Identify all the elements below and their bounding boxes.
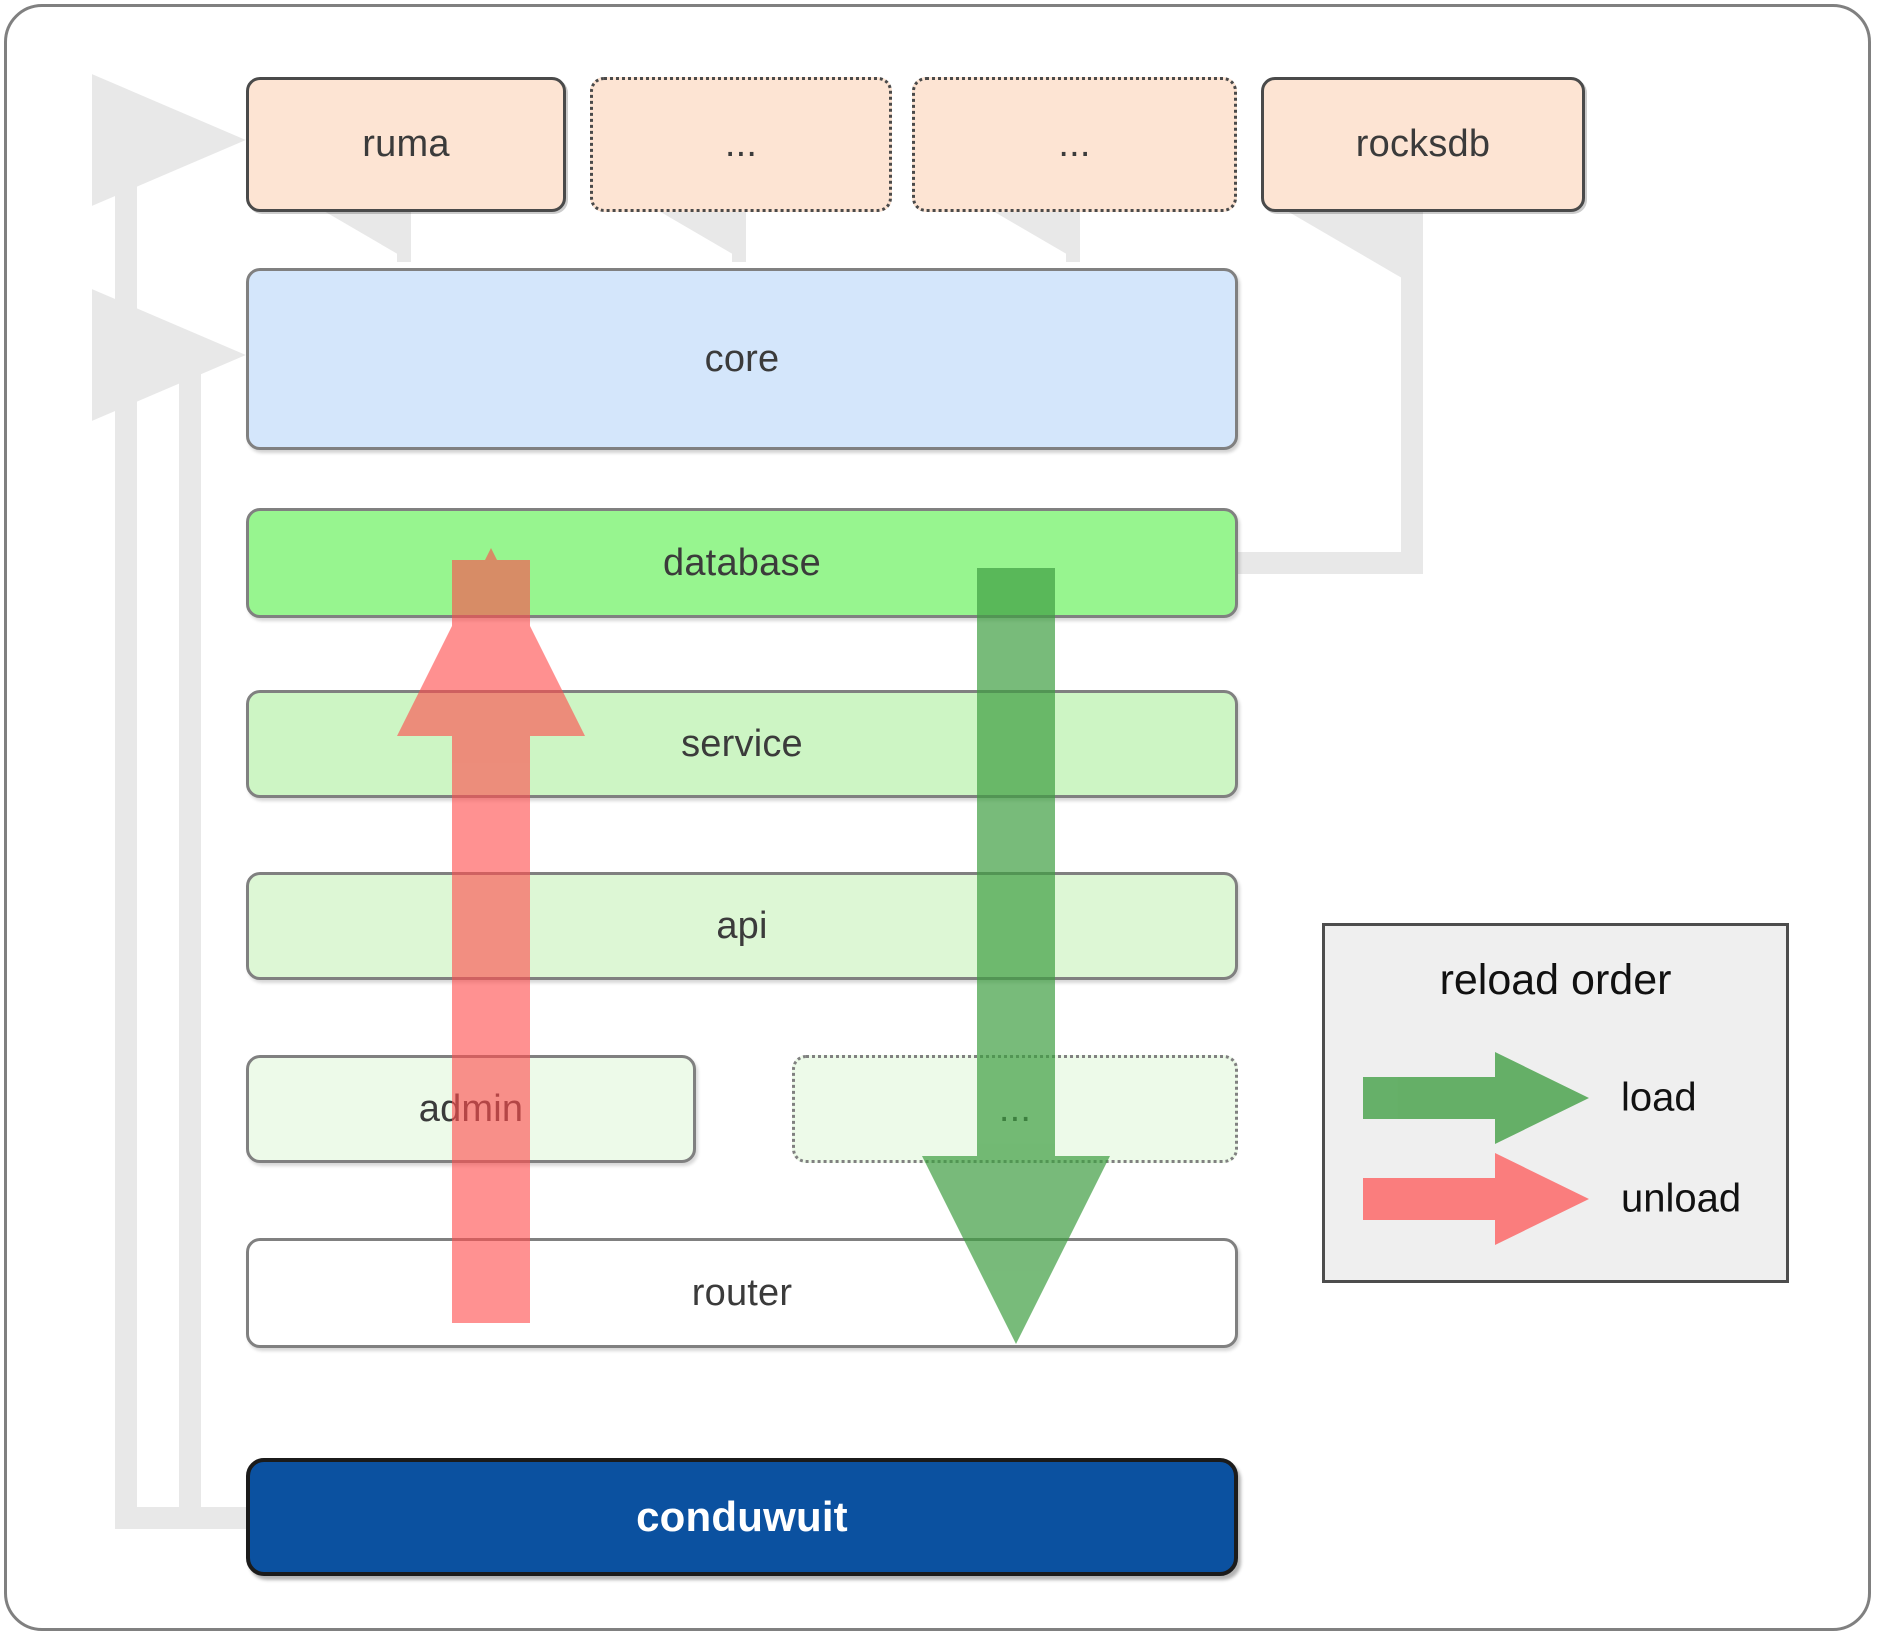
node-layer-placeholder[interactable]: ... (792, 1055, 1238, 1163)
node-ruma-label: ruma (362, 123, 450, 165)
node-conduwuit[interactable]: conduwuit (246, 1458, 1238, 1576)
legend-panel: reload order load unload (1322, 923, 1789, 1283)
node-rocksdb-label: rocksdb (1355, 123, 1491, 165)
legend-title: reload order (1439, 956, 1672, 1004)
node-router-label: router (691, 1271, 793, 1314)
node-admin-label: admin (418, 1087, 524, 1130)
diagram-frame (4, 4, 1871, 1631)
node-conduwuit-label: conduwuit (636, 1493, 848, 1540)
node-dep-placeholder-1[interactable]: ... (590, 77, 892, 212)
node-dep-placeholder-2-label: ... (1058, 123, 1091, 165)
node-database[interactable]: database (246, 508, 1238, 618)
node-core-label: core (704, 337, 780, 380)
node-ruma[interactable]: ruma (246, 77, 566, 212)
node-router[interactable]: router (246, 1238, 1238, 1348)
node-layer-placeholder-label: ... (998, 1087, 1032, 1130)
node-admin[interactable]: admin (246, 1055, 696, 1163)
node-dep-placeholder-1-label: ... (724, 123, 758, 165)
node-api[interactable]: api (246, 872, 1238, 980)
legend-unload-label: unload (1621, 1176, 1742, 1221)
node-api-label: api (716, 904, 768, 947)
legend-unload-arrow-icon (1363, 1153, 1589, 1245)
legend-item-unload: unload (1325, 1153, 1786, 1245)
node-core[interactable]: core (246, 268, 1238, 450)
node-service-label: service (681, 722, 803, 765)
node-service[interactable]: service (246, 690, 1238, 798)
node-dep-placeholder-2[interactable]: ... (912, 77, 1237, 212)
node-rocksdb[interactable]: rocksdb (1261, 77, 1585, 212)
legend-item-load: load (1325, 1052, 1786, 1144)
legend-load-label: load (1621, 1075, 1697, 1120)
legend-load-arrow-icon (1363, 1052, 1589, 1144)
node-database-label: database (663, 541, 821, 584)
